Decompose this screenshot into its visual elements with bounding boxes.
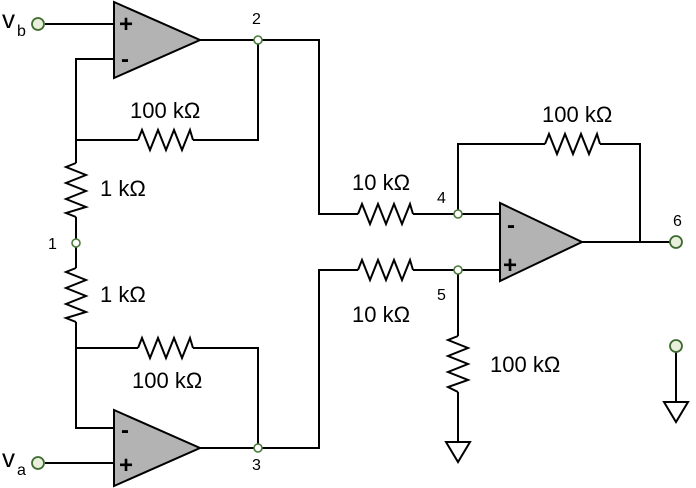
resistor-inv-input (357, 200, 414, 227)
labels: v b v a 100 kΩ 1 kΩ 1 kΩ 100 kΩ 10 kΩ 10… (2, 4, 682, 479)
label-vb-sub: b (17, 23, 26, 40)
node-6-label: 6 (673, 213, 682, 230)
opamp-diff-minus: - (507, 212, 515, 239)
ground-symbol-center (444, 441, 472, 464)
label-top-gain: 1 kΩ (100, 176, 146, 201)
opamp-top-minus: - (121, 46, 129, 73)
label-bottom-feedback: 100 kΩ (132, 368, 202, 393)
wire-feedback-left (457, 143, 545, 212)
resistor-noninv-input (357, 256, 414, 283)
wire-top-feedback-right (193, 42, 259, 141)
resistor-top-feedback (137, 126, 194, 153)
wire-node3-to-r10k-bottom (260, 269, 358, 449)
label-noninv-input: 10 kΩ (352, 302, 410, 327)
label-va-main: v (2, 443, 15, 473)
node-4-label: 4 (437, 190, 446, 207)
node-1-label: 1 (48, 236, 57, 253)
terminal-va (31, 456, 45, 470)
opamp-bottom-plus: + (119, 452, 133, 479)
label-inv-input: 10 kΩ (352, 170, 410, 195)
node-4-dot (453, 209, 463, 219)
label-vb-main: v (2, 4, 15, 34)
terminal-vb (31, 17, 45, 31)
wire-feedback-right (600, 143, 641, 242)
label-bottom-gain: 1 kΩ (100, 282, 146, 307)
terminal-reference (669, 339, 683, 353)
label-ground-resistor: 100 kΩ (490, 352, 560, 377)
resistors (62, 126, 601, 393)
opamp-bottom: - + (113, 408, 203, 488)
resistor-bottom-gain (62, 267, 90, 323)
opamp-bottom-minus: - (121, 417, 129, 444)
node-5-label: 5 (437, 287, 446, 304)
node-2-label: 2 (252, 11, 261, 28)
wiring (45, 23, 677, 464)
wire-bottom-feedback-right (193, 347, 259, 445)
opamp-diff-plus: + (503, 252, 517, 279)
node-3-dot (253, 443, 263, 453)
wire-node2-to-r10k-top (260, 39, 358, 215)
label-top-feedback: 100 kΩ (130, 98, 200, 123)
node-2-dot (253, 35, 263, 45)
wire-bottom-minus (75, 348, 114, 429)
node-3-label: 3 (252, 457, 261, 474)
label-va-sub: a (17, 462, 26, 479)
node-5-dot (453, 265, 463, 275)
resistor-bottom-feedback (137, 334, 194, 361)
opamp-difference: - + (499, 201, 585, 283)
resistor-output-feedback (544, 130, 601, 157)
terminal-node-6 (669, 235, 683, 249)
resistor-top-gain (62, 162, 90, 218)
ground-symbol-right (662, 401, 690, 424)
nodes (31, 17, 683, 470)
opamp-top-plus: + (119, 11, 133, 38)
label-output-feedback: 100 kΩ (542, 102, 612, 127)
node-1-dot (71, 238, 81, 248)
resistor-ground (445, 335, 471, 393)
opamp-top: + - (113, 0, 203, 80)
wire-top-minus (75, 58, 114, 140)
